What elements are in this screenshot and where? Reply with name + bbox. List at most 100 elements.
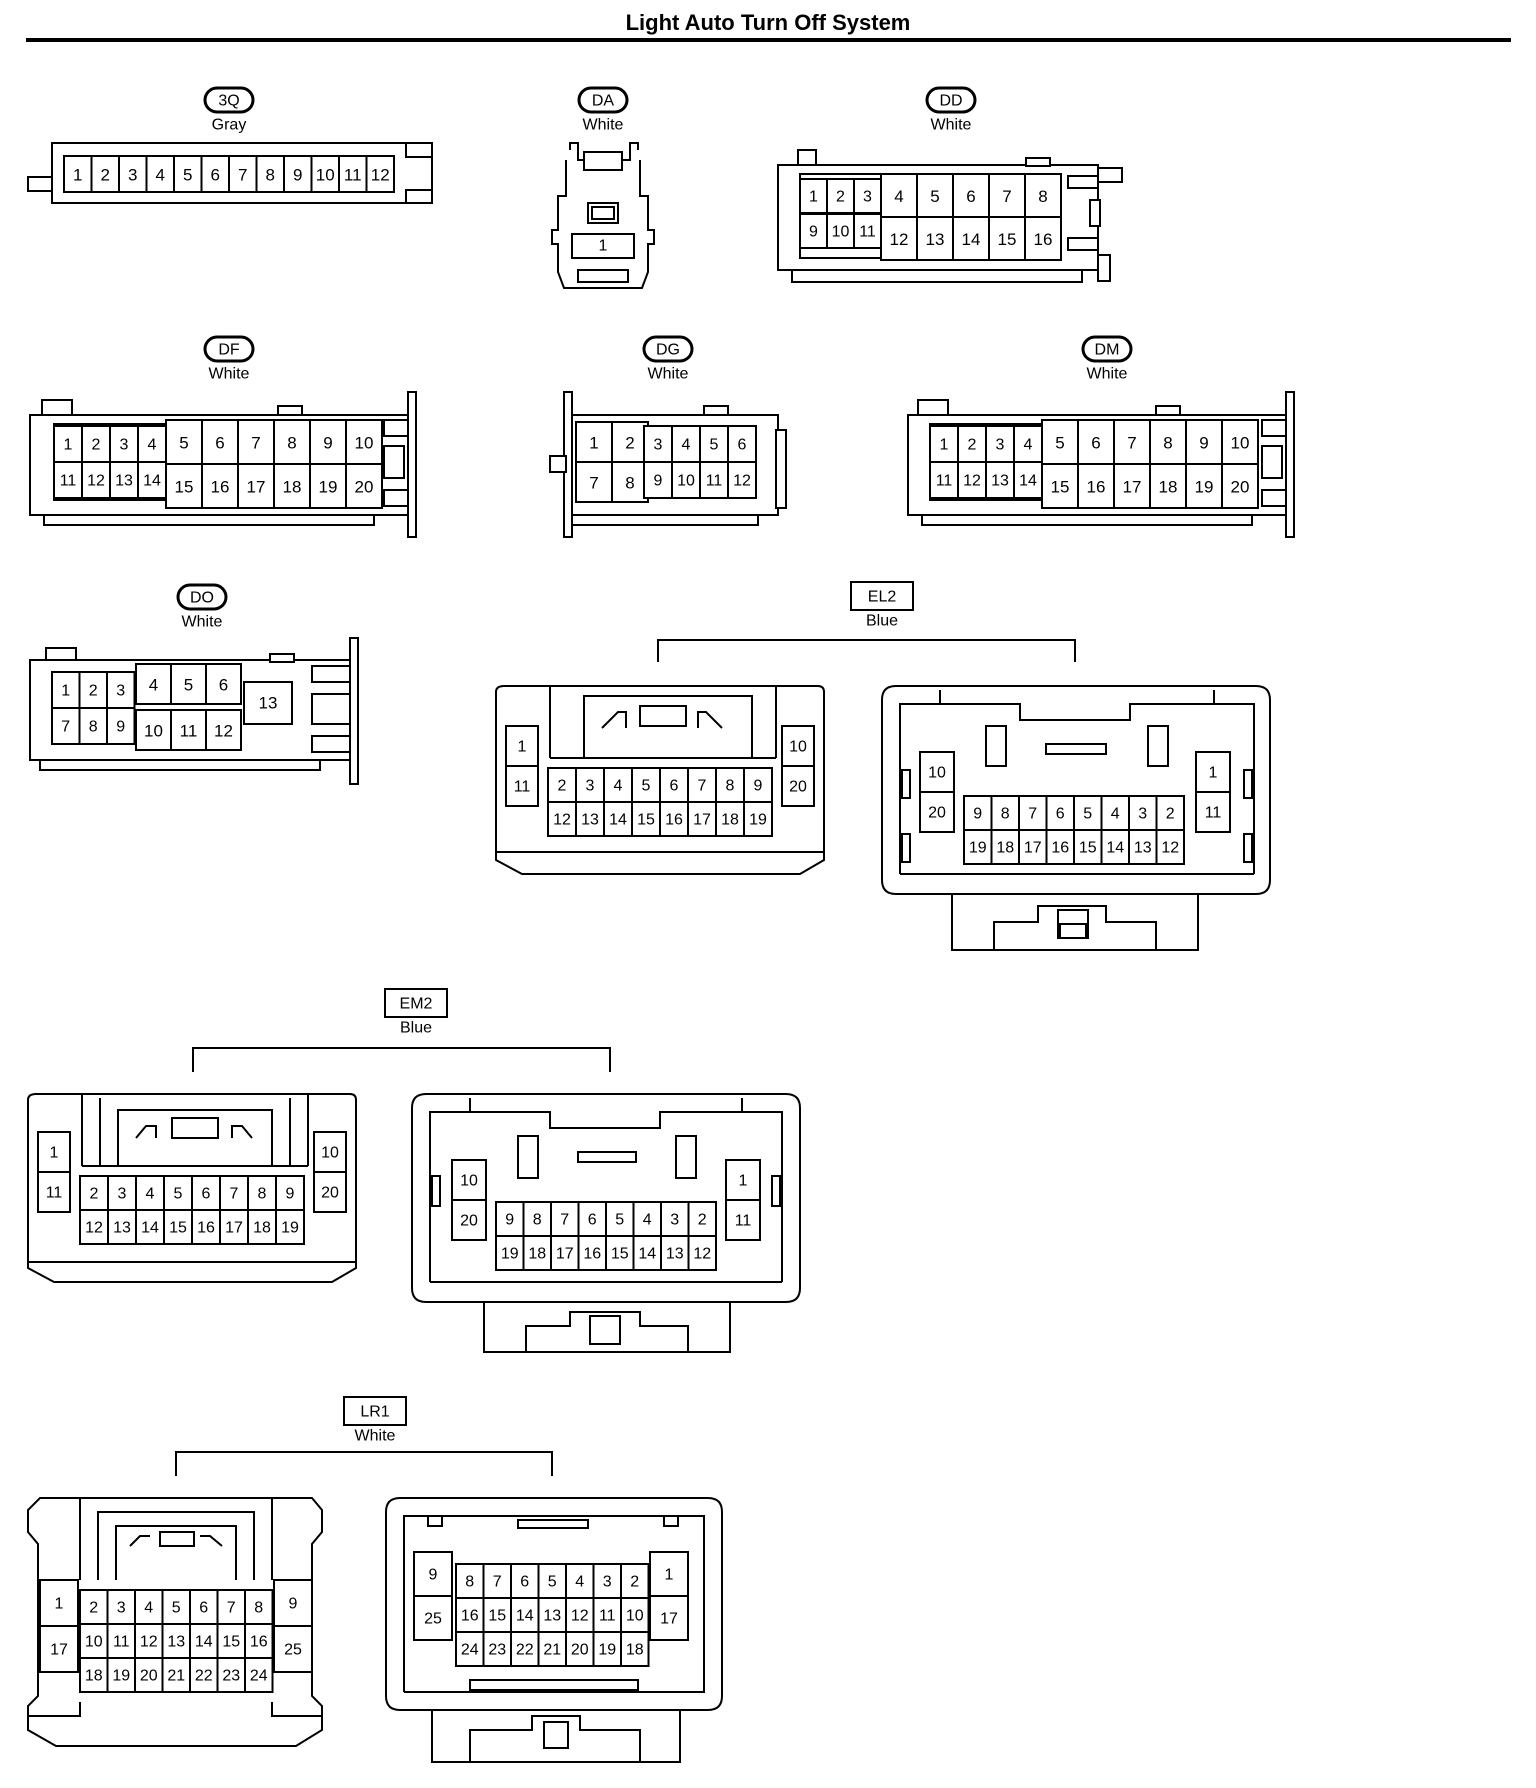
pin-number: 6 xyxy=(1056,806,1065,823)
pin-number: 12 xyxy=(553,812,571,829)
pin-cell xyxy=(205,663,242,705)
pin-number: 15 xyxy=(1051,478,1070,497)
pin-number: 12 xyxy=(87,473,105,490)
pin-cell xyxy=(365,155,395,193)
pin-number: 11 xyxy=(936,473,953,490)
pin-cell xyxy=(611,421,649,463)
pin-cell xyxy=(929,461,959,499)
pin-number: 21 xyxy=(543,1642,561,1659)
pin-number: 9 xyxy=(323,434,332,453)
pin-cell xyxy=(603,767,633,803)
pin-number: 11 xyxy=(1205,805,1222,822)
connector-id-oval xyxy=(1081,335,1133,363)
pin-cell xyxy=(37,1171,71,1213)
connector-id-oval xyxy=(203,86,255,114)
pin-number: 18 xyxy=(253,1220,271,1237)
pin-cell xyxy=(309,463,347,509)
key xyxy=(159,1531,195,1547)
pin-cell xyxy=(53,425,83,463)
pin-number: 15 xyxy=(488,1608,506,1625)
pin-number: 17 xyxy=(556,1246,574,1263)
pin-number: 11 xyxy=(180,722,198,741)
pin-cell xyxy=(451,1199,487,1241)
housing-outline xyxy=(385,1497,723,1711)
pin-number: 15 xyxy=(998,230,1017,249)
pin-number: 3 xyxy=(118,1186,127,1203)
connector-id: DG xyxy=(656,342,680,359)
pin-number: 2 xyxy=(90,1186,99,1203)
pin-number: 18 xyxy=(996,840,1014,857)
view-bracket xyxy=(192,1047,611,1072)
pin-number: 25 xyxy=(424,1611,442,1628)
pin-cell xyxy=(699,425,729,463)
pin-cell xyxy=(37,1131,71,1173)
pin-number: 6 xyxy=(219,676,228,695)
rib xyxy=(771,1175,781,1207)
end-plate xyxy=(349,637,359,785)
pin-cell xyxy=(952,173,990,218)
connector-da: 1 xyxy=(551,142,655,289)
connector-id: EM2 xyxy=(400,996,433,1013)
pin-number: 5 xyxy=(642,778,651,795)
pin-cell xyxy=(1013,461,1043,499)
pin-cell xyxy=(988,216,1026,261)
pin-cell xyxy=(90,155,120,193)
key xyxy=(1045,743,1107,755)
latch-inner xyxy=(591,206,615,220)
housing-outline xyxy=(431,1710,681,1763)
pin-number: 3 xyxy=(117,1600,126,1617)
pin-number: 20 xyxy=(140,1668,158,1685)
housing-outline xyxy=(881,685,1271,895)
pin-cell xyxy=(244,1657,274,1693)
pin-number: 4 xyxy=(144,1600,153,1617)
housing-outline xyxy=(470,1111,742,1129)
pin-number: 5 xyxy=(1055,434,1064,453)
pin-number: 17 xyxy=(1024,840,1042,857)
pin-number: 1 xyxy=(809,189,818,206)
pin-number: 21 xyxy=(167,1668,185,1685)
pin-number: 14 xyxy=(143,473,161,490)
pin-number: 6 xyxy=(738,437,747,454)
pin-number: 3 xyxy=(1138,806,1147,823)
pin-number: 4 xyxy=(575,1574,584,1591)
housing-outline xyxy=(429,1098,783,1282)
pin-number: 17 xyxy=(660,1611,678,1628)
pin-number: 16 xyxy=(1034,230,1053,249)
pin-number: 5 xyxy=(615,1212,624,1229)
latch xyxy=(27,176,53,192)
pin-cell xyxy=(990,829,1020,865)
pin-number: 7 xyxy=(1002,187,1011,206)
pin-cell xyxy=(53,461,83,499)
connector-id-oval xyxy=(577,86,629,114)
pin-number: 1 xyxy=(64,437,73,454)
rail xyxy=(43,514,375,526)
housing-outline xyxy=(81,1094,309,1167)
pin-number: 20 xyxy=(321,1185,339,1202)
pin-cell xyxy=(605,1201,635,1237)
pin-cell xyxy=(273,419,311,465)
pin-number: 2 xyxy=(968,437,977,454)
pin-number: 5 xyxy=(1083,806,1092,823)
pin-number: 13 xyxy=(113,1220,131,1237)
pin-number: 12 xyxy=(693,1246,711,1263)
pin-number: 3 xyxy=(128,166,137,185)
pin-number: 5 xyxy=(930,187,939,206)
pin-number: 13 xyxy=(1134,840,1152,857)
pin-cell xyxy=(715,801,745,837)
pin-number: 8 xyxy=(254,1600,263,1617)
pin-number: 15 xyxy=(1079,840,1097,857)
pin-number: 19 xyxy=(1195,478,1214,497)
pin-number: 18 xyxy=(85,1668,103,1685)
pin-number: 8 xyxy=(258,1186,267,1203)
pin-cell xyxy=(1077,463,1115,509)
latch xyxy=(549,455,567,473)
key xyxy=(517,1519,589,1529)
pin-number: 13 xyxy=(543,1608,561,1625)
pin-number: 18 xyxy=(283,478,302,497)
pin-number: 17 xyxy=(1123,478,1142,497)
bracket-line xyxy=(657,639,1076,662)
pin-cell xyxy=(725,1199,761,1241)
